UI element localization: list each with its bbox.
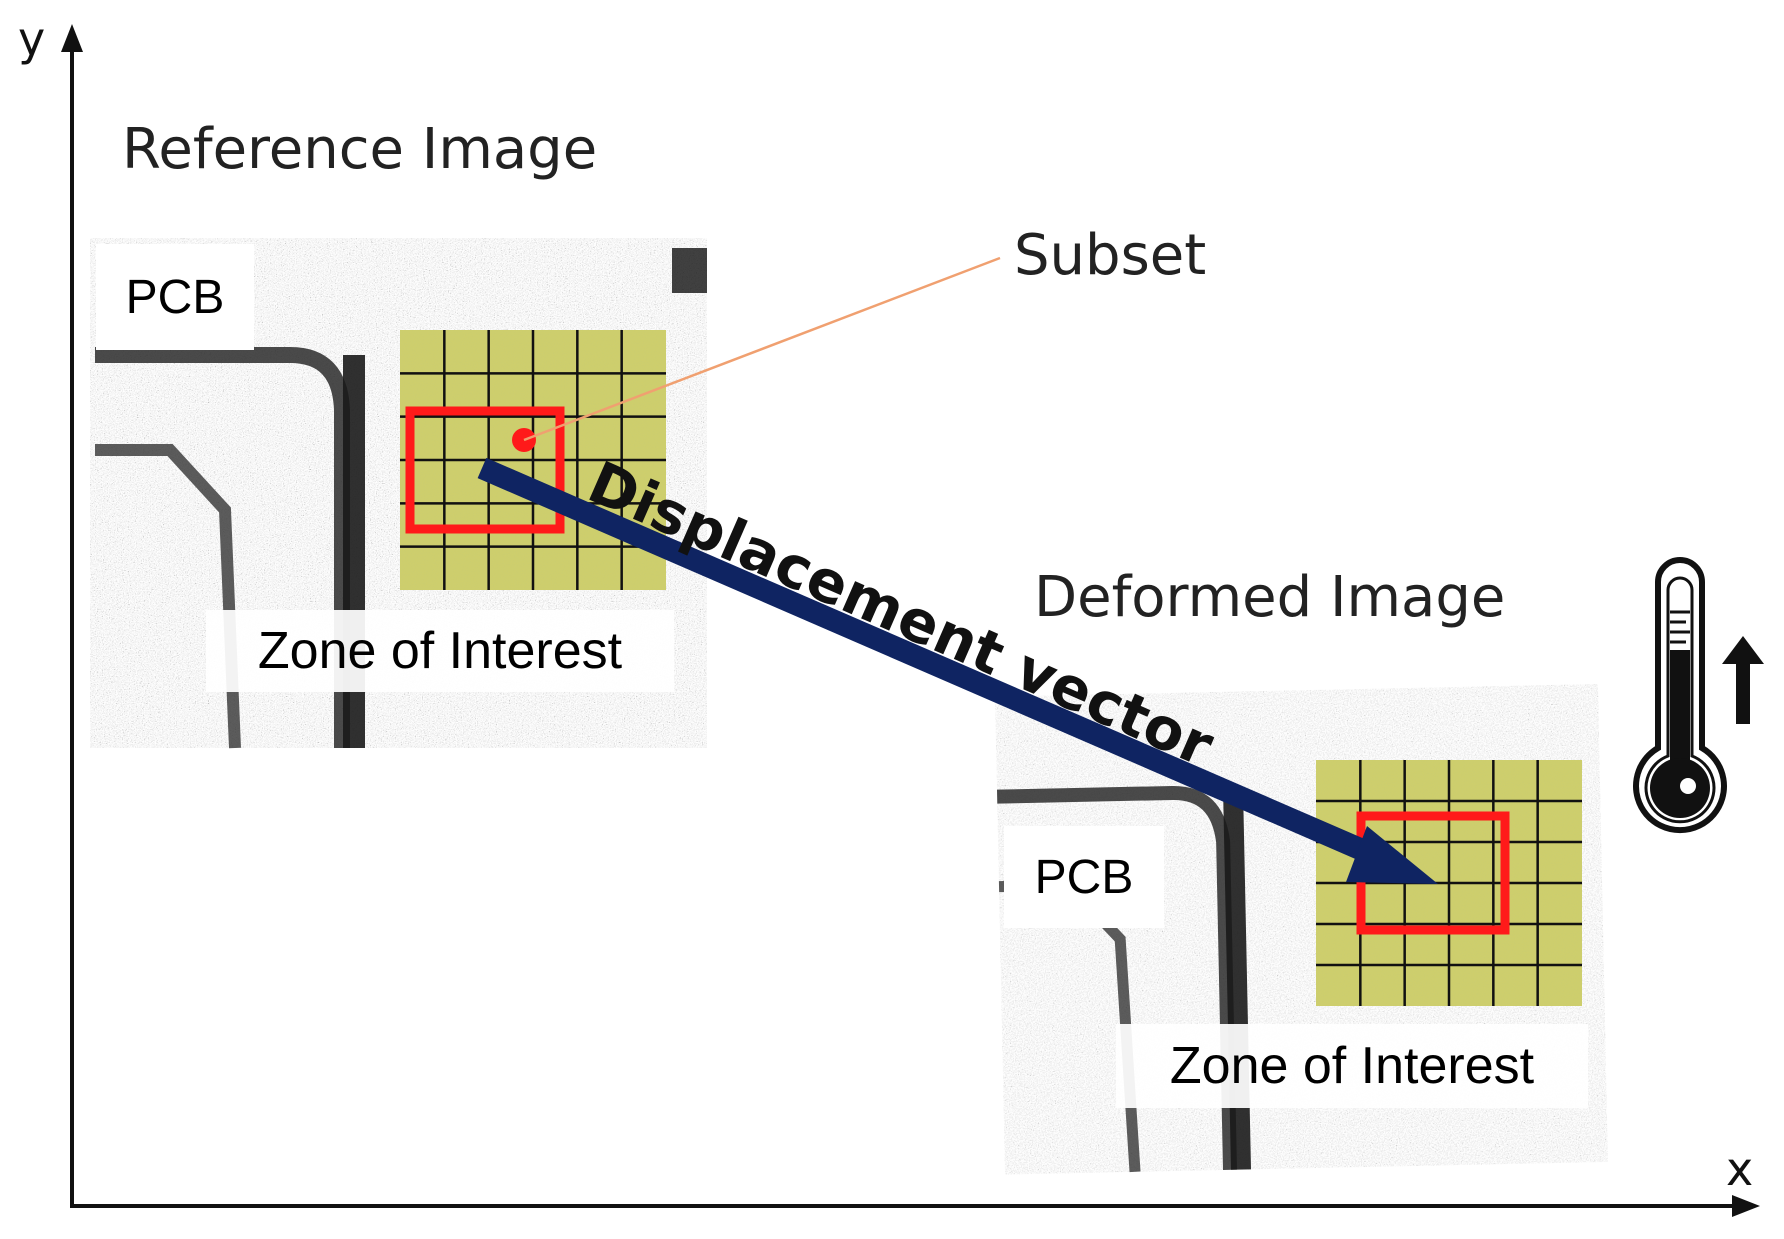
deformed-trace-curve [996, 785, 1238, 1170]
deformed-zone-grid [1316, 760, 1582, 1006]
subset-label: Subset [1014, 223, 1207, 288]
reference-subset-box [405, 406, 565, 534]
reference-image-title: Reference Image [122, 117, 598, 182]
reference-corner-dark [672, 248, 707, 293]
reference-zone-label: Zone of Interest [206, 610, 674, 692]
reference-zone-grid [400, 330, 666, 590]
displacement-vector-shaft [477, 457, 1395, 873]
y-axis-label: y [18, 12, 46, 66]
deformed-pcb-label: PCB [1004, 826, 1164, 928]
axes [61, 24, 1760, 1217]
y-axis-arrowhead [61, 24, 83, 52]
reference-pcb-label: PCB [96, 244, 254, 350]
deformed-zone-label: Zone of Interest [1116, 1024, 1588, 1108]
thermometer-icon [1633, 557, 1727, 834]
reference-trace-curve [95, 347, 350, 748]
subset-leader-line [523, 256, 1001, 442]
x-axis-label: x [1726, 1142, 1754, 1196]
displacement-vector-head [1346, 826, 1438, 884]
x-axis-arrowhead [1732, 1195, 1760, 1217]
deformed-image-title: Deformed Image [1034, 565, 1506, 630]
up-arrow-icon [1722, 636, 1764, 724]
displacement-vector [477, 457, 1438, 884]
